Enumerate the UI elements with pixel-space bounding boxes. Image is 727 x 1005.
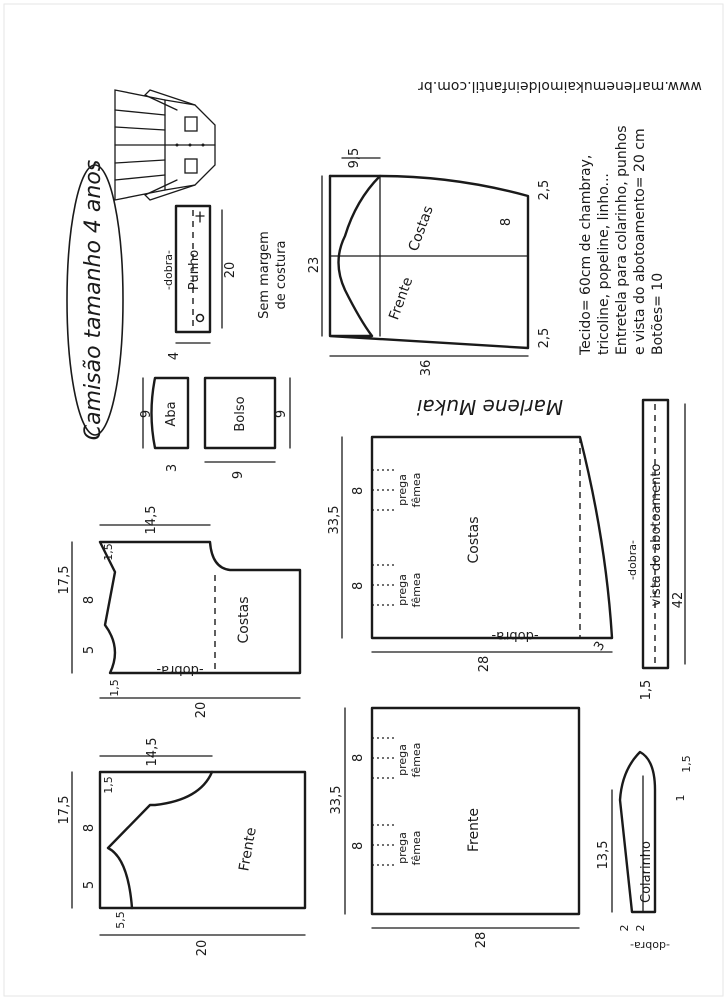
sleeve-right-bottom-dim: 2,5: [537, 328, 552, 349]
yoke-back-fold: -dobra-: [156, 662, 203, 677]
no-seam-line-2: de costura: [274, 241, 289, 310]
skirt-front-pleat-dim-1: 8: [351, 754, 366, 762]
yoke-back-lower-dim: 5: [82, 646, 97, 654]
collar-bottom-a-dim: 2: [618, 925, 631, 932]
yoke-front-width-dim: 20: [195, 940, 210, 957]
placket-length-dim: 42: [671, 592, 686, 609]
yoke-back-label: Costas: [236, 597, 252, 644]
cuff-fold: -dobra-: [162, 250, 175, 290]
skirt-back-height-dim: 33,5: [327, 506, 342, 535]
collar-piece: Colarinho -dobra- 13,5 1,5 1 2 2: [596, 750, 693, 952]
flap-label: Aba: [164, 401, 179, 426]
paper-edge: [3, 3, 724, 997]
collar-stand-mid-dim: 1: [674, 795, 687, 802]
cuff-label: Punho: [187, 250, 202, 290]
yoke-back-piece: Costas -dobra- 14,5 1,5 17,5 8 5 1,5 20: [57, 506, 302, 719]
sleeve-width-dim: 36: [419, 360, 434, 377]
materials-block: Tecido= 60cm de chambray, tricoline, pop…: [578, 126, 666, 357]
yoke-front-shoulder-dim: 14,5: [145, 738, 160, 767]
sleeve-back-label: Costas: [406, 204, 437, 254]
cuff-piece: Punho -dobra- 20 4: [162, 204, 238, 360]
page-title: Camisão tamanho 4 anos: [81, 160, 106, 440]
title-bubble: Camisão tamanho 4 anos: [66, 160, 124, 440]
yoke-back-armhole-dim: 8: [82, 596, 97, 604]
yoke-front-label: Frente: [236, 826, 259, 872]
skirt-back-pleat-2: fêmea: [410, 473, 423, 508]
skirt-back-pleat-dim-2: 8: [351, 582, 366, 590]
skirt-front-pleat-dim-2: 8: [351, 842, 366, 850]
skirt-front-piece: Frente 33,5 28 8 8 prega fêmea prega fêm…: [329, 706, 581, 949]
skirt-back-fold: -dobra-: [491, 628, 538, 643]
sleeve-front-label: Frente: [386, 275, 416, 322]
skirt-front-pleat-2: fêmea: [410, 743, 423, 778]
yoke-front-neck-dim: 1,5: [102, 776, 115, 794]
skirt-front-pleat-4: fêmea: [410, 831, 423, 866]
sleeve-notch-dim: 8: [499, 218, 514, 226]
collar-bottom-b-dim: 2: [634, 925, 647, 932]
pocket-height-dim: 9: [231, 471, 246, 479]
flap-height-dim: 3: [165, 464, 180, 472]
yoke-back-height-dim: 17,5: [57, 566, 72, 595]
website-url: www.marlenemukaimoldeinfantil.com.br: [418, 78, 702, 94]
placket-fold: -dobra-: [626, 540, 639, 580]
cuff-length-dim: 20: [223, 262, 238, 279]
placket-label: vista do abotoamento: [649, 464, 664, 607]
skirt-front-pleat-1: prega: [396, 744, 409, 776]
flap-piece: Aba 9 3: [139, 376, 190, 472]
skirt-back-pleat-4: fêmea: [410, 573, 423, 608]
yoke-front-height-dim: 17,5: [57, 796, 72, 825]
yoke-front-lower-dim: 5: [82, 881, 97, 889]
skirt-front-pleat-3: prega: [396, 832, 409, 864]
collar-length-dim: 13,5: [596, 841, 611, 870]
yoke-back-width-dim: 20: [194, 702, 209, 719]
pocket-width-dim: 9: [274, 410, 289, 418]
pocket-piece: Bolso 9 9: [203, 376, 291, 479]
sleeve-piece: 23 9,5 36 2,5 2,5 8 Costas Frente: [307, 148, 552, 377]
flap-width-dim: 9: [139, 410, 154, 418]
skirt-front-width-dim: 28: [474, 932, 489, 949]
skirt-back-label: Costas: [466, 517, 482, 564]
dress-illustration: [114, 89, 216, 201]
skirt-back-piece: -dobra- Costas 33,5 28 3 8 8 prega fêmea…: [327, 435, 614, 673]
skirt-back-pleat-dim-1: 8: [351, 487, 366, 495]
yoke-front-armhole-dim: 8: [82, 824, 97, 832]
materials-line-5: Botões= 10: [650, 273, 666, 355]
yoke-back-shoulder-dim: 14,5: [144, 506, 159, 535]
no-seam-note: Sem margem de costura: [257, 231, 289, 319]
sleeve-right-top-dim: 2,5: [537, 180, 552, 201]
sleeve-top-dim: 9,5: [347, 148, 362, 169]
skirt-back-pleat-1: prega: [396, 474, 409, 506]
skirt-front-label: Frente: [466, 808, 482, 852]
materials-line-1: Tecido= 60cm de chambray,: [578, 155, 594, 356]
skirt-front-height-dim: 33,5: [329, 786, 344, 815]
collar-label: Colarinho: [639, 841, 654, 903]
yoke-front-piece: Frente 14,5 1,5 17,5 8 5 5,5 20: [57, 738, 307, 957]
skirt-back-width-dim: 28: [477, 656, 492, 673]
collar-fold: -dobra-: [630, 939, 670, 952]
materials-line-3: Entretela para colarinho, punhos: [614, 126, 630, 356]
yoke-back-neck-dim: 1,5: [102, 543, 115, 561]
materials-line-4: e vista do abotoamento= 20 cm: [632, 128, 648, 355]
placket-width-dim: 1,5: [639, 680, 654, 701]
sleeve-height-dim: 23: [307, 257, 322, 274]
yoke-back-bottom-left-dim: 1,5: [108, 679, 121, 697]
pocket-label: Bolso: [233, 396, 248, 431]
placket-piece: vista do abotoamento -dobra- 42 1,5: [626, 398, 686, 701]
yoke-front-bottom-left-dim: 5,5: [114, 911, 127, 929]
materials-line-2: tricoline, popeline, linho...: [596, 173, 612, 355]
signature: Marlene Mukai: [416, 395, 563, 419]
cuff-height-dim: 4: [167, 352, 182, 360]
skirt-back-pleat-3: prega: [396, 574, 409, 606]
no-seam-line-1: Sem margem: [257, 231, 272, 319]
collar-stand-top-dim: 1,5: [680, 755, 693, 773]
